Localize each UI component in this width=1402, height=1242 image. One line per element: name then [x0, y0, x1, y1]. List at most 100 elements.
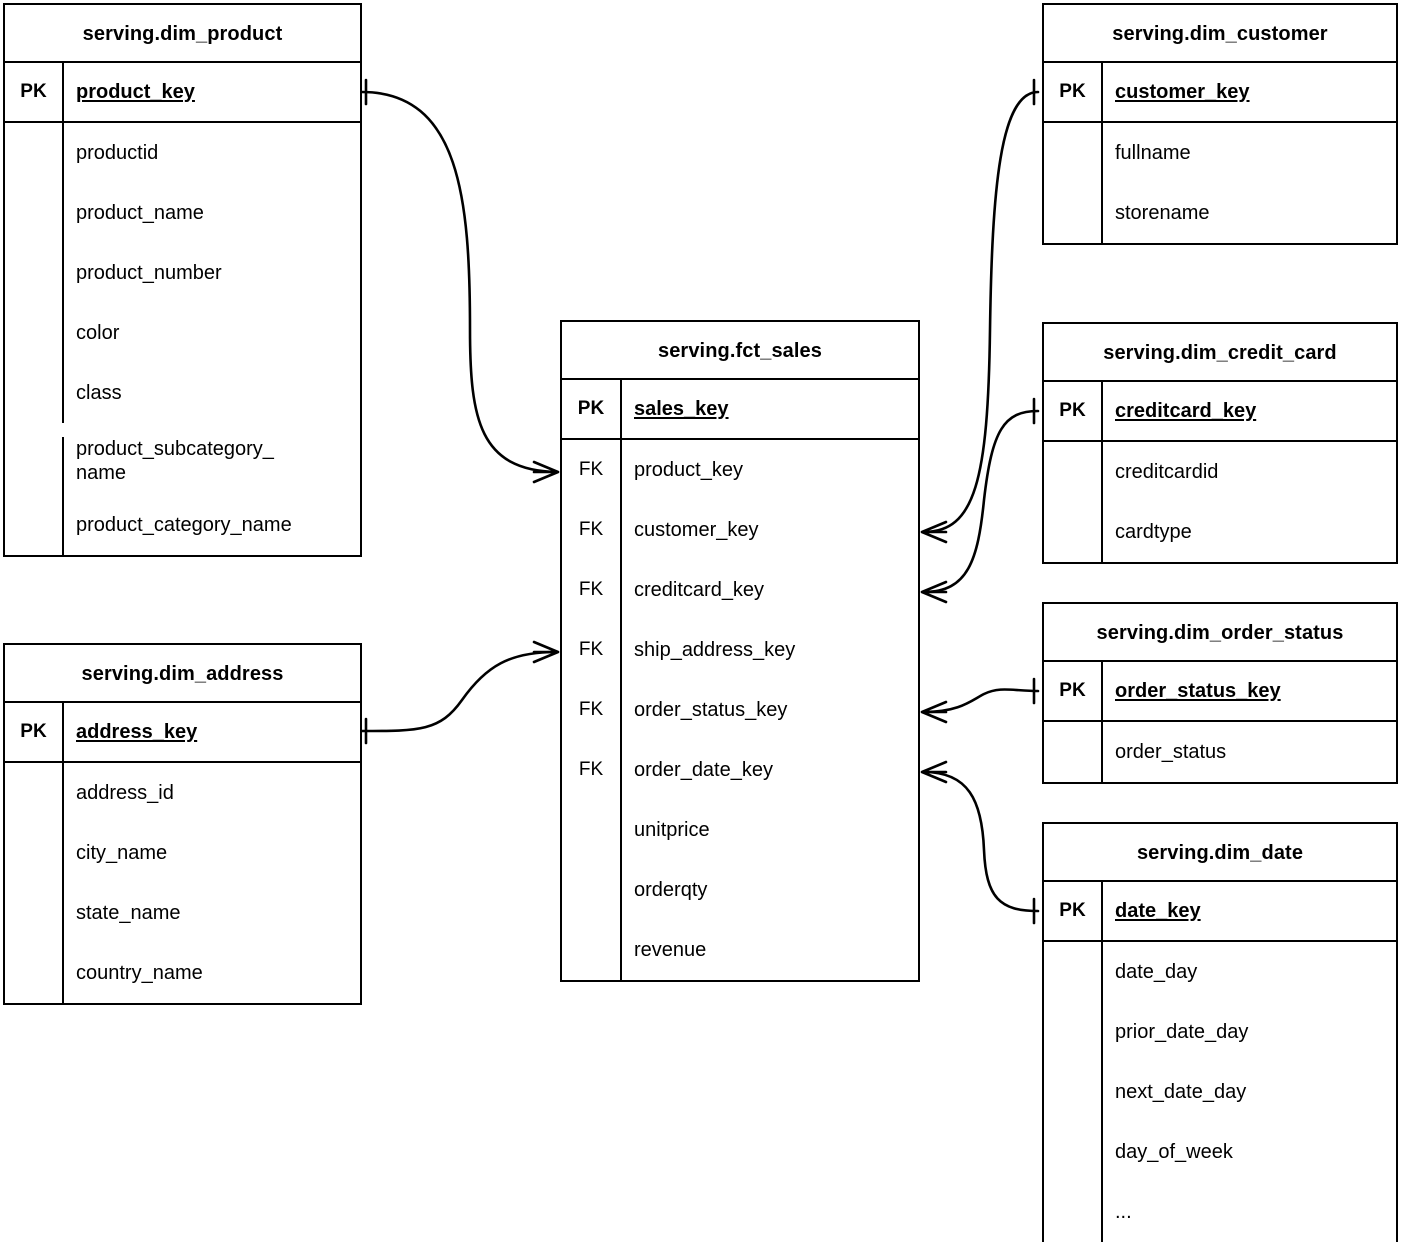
- key-tag: [5, 183, 64, 243]
- key-tag: [5, 363, 64, 423]
- entity-row-attribute[interactable]: productid: [5, 123, 360, 183]
- cardinality-many-sales-product: [532, 460, 560, 484]
- key-tag: PK: [5, 703, 64, 761]
- entity-row-foreign-key[interactable]: FK product_key: [562, 440, 918, 500]
- column-name: creditcard_key: [1115, 399, 1257, 422]
- entity-row-attribute[interactable]: cardtype: [1044, 502, 1396, 562]
- column-name: order_status_key: [1115, 679, 1281, 702]
- entity-row-attribute[interactable]: state_name: [5, 883, 360, 943]
- entity-row-primary-key[interactable]: PK creditcard_key: [1044, 382, 1396, 442]
- key-tag: [5, 495, 64, 555]
- entity-title: serving.dim_product: [5, 5, 360, 63]
- column-name: date_day: [1115, 960, 1198, 983]
- relationship-sales-to-credit-card: [922, 409, 1040, 594]
- column-name: order_status_key: [634, 698, 788, 721]
- entity-row-primary-key[interactable]: PK date_key: [1044, 882, 1396, 942]
- entity-row-attribute[interactable]: address_id: [5, 763, 360, 823]
- key-tag: [1044, 942, 1103, 1002]
- entity-row-foreign-key[interactable]: FK customer_key: [562, 500, 918, 560]
- column-name: customer_key: [634, 518, 759, 541]
- column-name: order_date_key: [634, 758, 773, 781]
- relationship-product-to-sales: [360, 90, 558, 474]
- entity-row-primary-key[interactable]: PK order_status_key: [1044, 662, 1396, 722]
- entity-dim-customer[interactable]: serving.dim_customer PK customer_key ful…: [1042, 3, 1398, 245]
- key-tag: FK: [562, 620, 622, 680]
- entity-dim-date[interactable]: serving.dim_date PK date_key date_day pr…: [1042, 822, 1398, 1242]
- key-tag: FK: [562, 680, 622, 740]
- entity-row-attribute[interactable]: product_number: [5, 243, 360, 303]
- entity-dim-credit-card[interactable]: serving.dim_credit_card PK creditcard_ke…: [1042, 322, 1398, 564]
- entity-row-foreign-key[interactable]: FK order_date_key: [562, 740, 918, 800]
- key-tag: [1044, 1002, 1103, 1062]
- column-name: fullname: [1115, 141, 1191, 164]
- entity-row-attribute[interactable]: product_name: [5, 183, 360, 243]
- column-name: product_number: [76, 261, 222, 284]
- entity-attributes: FK product_key FK customer_key FK credit…: [562, 440, 918, 980]
- entity-row-foreign-key[interactable]: FK ship_address_key: [562, 620, 918, 680]
- column-name: ship_address_key: [634, 638, 796, 661]
- column-name: creditcard_key: [634, 578, 765, 601]
- entity-row-attribute[interactable]: city_name: [5, 823, 360, 883]
- relationship-sales-to-order-status: [922, 688, 1040, 714]
- key-tag: FK: [562, 560, 622, 620]
- key-tag: [1044, 502, 1103, 562]
- entity-row-attribute[interactable]: color: [5, 303, 360, 363]
- column-name: creditcardid: [1115, 460, 1219, 483]
- entity-row-attribute[interactable]: fullname: [1044, 123, 1396, 183]
- entity-row-attribute[interactable]: product_subcategory_ name: [5, 423, 360, 495]
- column-name: orderqty: [634, 878, 708, 901]
- entity-dim-order-status[interactable]: serving.dim_order_status PK order_status…: [1042, 602, 1398, 784]
- entity-attributes: productid product_name product_number co…: [5, 123, 360, 555]
- entity-row-primary-key[interactable]: PK customer_key: [1044, 63, 1396, 123]
- entity-row-primary-key[interactable]: PK address_key: [5, 703, 360, 763]
- key-tag: [5, 943, 64, 1003]
- entity-row-attribute[interactable]: orderqty: [562, 860, 918, 920]
- column-name: sales_key: [634, 397, 729, 420]
- key-tag: [1044, 1062, 1103, 1122]
- column-name: prior_date_day: [1115, 1020, 1249, 1043]
- key-tag: PK: [1044, 882, 1103, 940]
- entity-attributes: address_id city_name state_name country_…: [5, 763, 360, 1003]
- key-tag: [5, 243, 64, 303]
- entity-row-attribute[interactable]: ...: [1044, 1182, 1396, 1242]
- key-tag: [1044, 442, 1103, 502]
- entity-row-attribute[interactable]: revenue: [562, 920, 918, 980]
- key-tag: [562, 860, 622, 920]
- entity-attributes: creditcardid cardtype: [1044, 442, 1396, 562]
- column-name: color: [76, 321, 120, 344]
- column-name: unitprice: [634, 818, 710, 841]
- column-name: product_subcategory_ name: [76, 438, 274, 485]
- entity-row-attribute[interactable]: order_status: [1044, 722, 1396, 782]
- column-name: product_category_name: [76, 513, 292, 536]
- entity-row-attribute[interactable]: product_category_name: [5, 495, 360, 555]
- column-name: revenue: [634, 938, 707, 961]
- entity-attributes: date_day prior_date_day next_date_day da…: [1044, 942, 1396, 1242]
- entity-dim-address[interactable]: serving.dim_address PK address_key addre…: [3, 643, 362, 1005]
- key-tag: FK: [562, 440, 622, 500]
- key-tag: [1044, 722, 1103, 782]
- entity-fct-sales[interactable]: serving.fct_sales PK sales_key FK produc…: [560, 320, 920, 982]
- entity-row-attribute[interactable]: next_date_day: [1044, 1062, 1396, 1122]
- column-name: customer_key: [1115, 80, 1250, 103]
- entity-row-attribute[interactable]: day_of_week: [1044, 1122, 1396, 1182]
- entity-title: serving.dim_credit_card: [1044, 324, 1396, 382]
- entity-row-attribute[interactable]: storename: [1044, 183, 1396, 243]
- column-name: product_key: [76, 80, 195, 103]
- entity-row-attribute[interactable]: class: [5, 363, 360, 423]
- entity-row-attribute[interactable]: unitprice: [562, 800, 918, 860]
- entity-row-attribute[interactable]: prior_date_day: [1044, 1002, 1396, 1062]
- key-tag: PK: [5, 63, 64, 121]
- entity-dim-product[interactable]: serving.dim_product PK product_key produ…: [3, 3, 362, 557]
- entity-row-foreign-key[interactable]: FK creditcard_key: [562, 560, 918, 620]
- entity-row-primary-key[interactable]: PK sales_key: [562, 380, 918, 440]
- key-tag: [5, 437, 64, 495]
- entity-row-primary-key[interactable]: PK product_key: [5, 63, 360, 123]
- key-tag: FK: [562, 740, 622, 800]
- entity-row-foreign-key[interactable]: FK order_status_key: [562, 680, 918, 740]
- cardinality-many-sales-credit-card: [920, 580, 948, 604]
- key-tag: FK: [562, 500, 622, 560]
- entity-row-attribute[interactable]: creditcardid: [1044, 442, 1396, 502]
- key-tag: [5, 823, 64, 883]
- entity-row-attribute[interactable]: date_day: [1044, 942, 1396, 1002]
- entity-row-attribute[interactable]: country_name: [5, 943, 360, 1003]
